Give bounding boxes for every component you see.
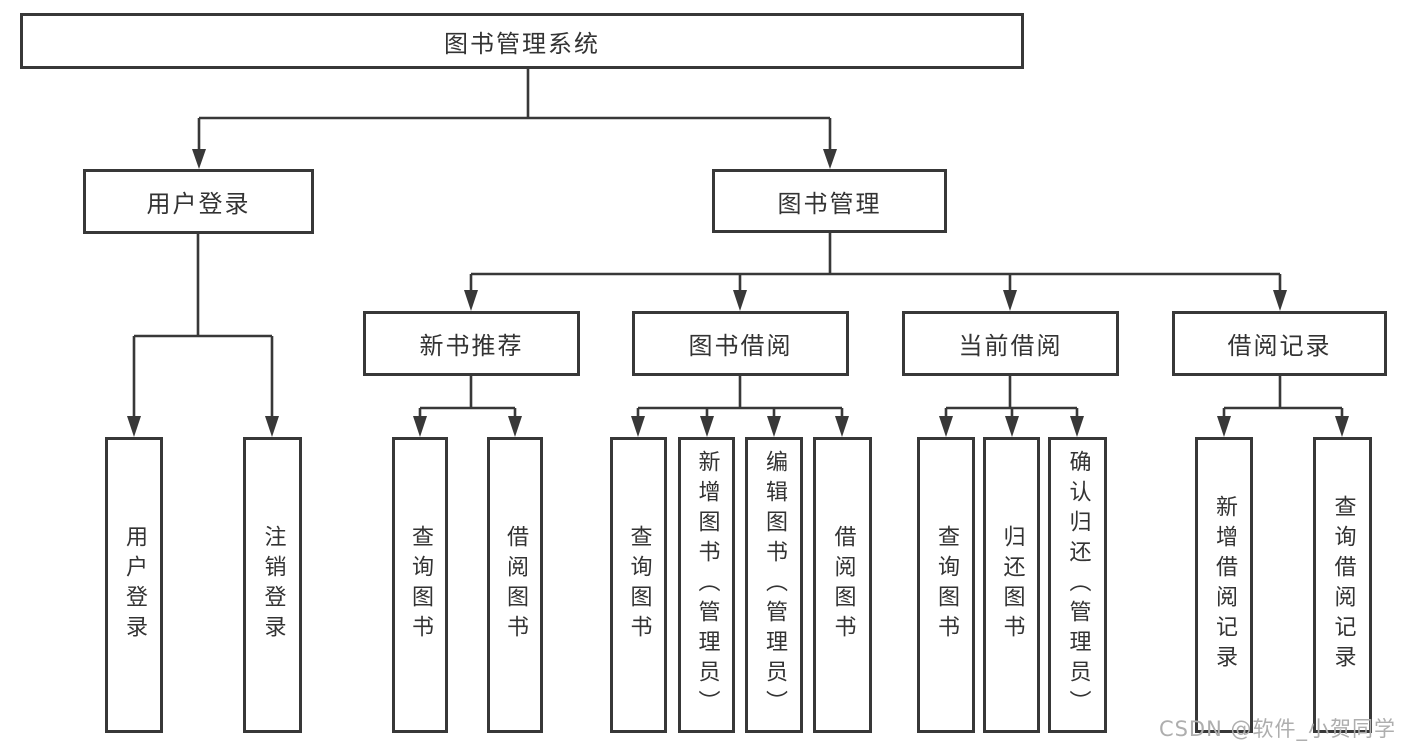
node-new-book-recommend: 新书推荐 — [363, 311, 580, 376]
leaf-label: 查询图书 — [626, 525, 652, 645]
leaf-label: 查询借阅记录 — [1330, 495, 1356, 675]
leaf-logout: 注销登录 — [243, 437, 302, 733]
leaf-query-books-recommend: 查询图书 — [392, 437, 448, 733]
leaf-label: 新增借阅记录 — [1212, 495, 1237, 675]
leaf-borrow-books: 借阅图书 — [813, 437, 872, 733]
leaf-label: 用户登录 — [122, 525, 147, 645]
csdn-watermark: CSDN @软件_小贺同学 — [1158, 717, 1396, 741]
connector-group-user-login — [127, 234, 279, 437]
leaf-add-book-admin: 新增图书（管理员） — [678, 437, 735, 733]
connector-group-book-management — [464, 233, 1287, 311]
connector-group-borrow-record — [1217, 376, 1349, 437]
node-borrow-record: 借阅记录 — [1172, 311, 1387, 376]
connector-group-current-borrow — [939, 376, 1084, 437]
leaf-borrow-books-recommend: 借阅图书 — [487, 437, 543, 733]
node-root-system: 图书管理系统 — [20, 13, 1024, 69]
leaf-edit-book-admin: 编辑图书（管理员） — [745, 437, 803, 733]
leaf-return-books: 归还图书 — [983, 437, 1040, 733]
node-book-management: 图书管理 — [712, 169, 947, 233]
leaf-confirm-return-admin: 确认归还（管理员） — [1048, 437, 1107, 733]
leaf-add-borrow-record: 新增借阅记录 — [1195, 437, 1253, 733]
connector-group-root — [192, 69, 837, 169]
leaf-label: 借阅图书 — [503, 525, 528, 645]
leaf-query-borrow-record: 查询借阅记录 — [1313, 437, 1372, 733]
leaf-label: 注销登录 — [260, 525, 286, 645]
node-user-login: 用户登录 — [83, 169, 314, 234]
connector-group-new-book-recommend — [413, 376, 522, 437]
leaf-label: 编辑图书（管理员） — [762, 450, 787, 720]
leaf-query-books-borrow: 查询图书 — [610, 437, 667, 733]
node-current-borrow: 当前借阅 — [902, 311, 1119, 376]
leaf-label: 归还图书 — [999, 525, 1025, 645]
leaf-user-login: 用户登录 — [105, 437, 163, 733]
leaf-label: 查询图书 — [408, 525, 433, 645]
leaf-label: 新增图书（管理员） — [694, 450, 720, 720]
leaf-label: 确认归还（管理员） — [1065, 450, 1091, 720]
connector-group-book-borrow — [631, 376, 849, 437]
leaf-label: 借阅图书 — [830, 525, 856, 645]
node-book-borrow: 图书借阅 — [632, 311, 849, 376]
leaf-query-books-current: 查询图书 — [917, 437, 975, 733]
leaf-label: 查询图书 — [934, 525, 959, 645]
